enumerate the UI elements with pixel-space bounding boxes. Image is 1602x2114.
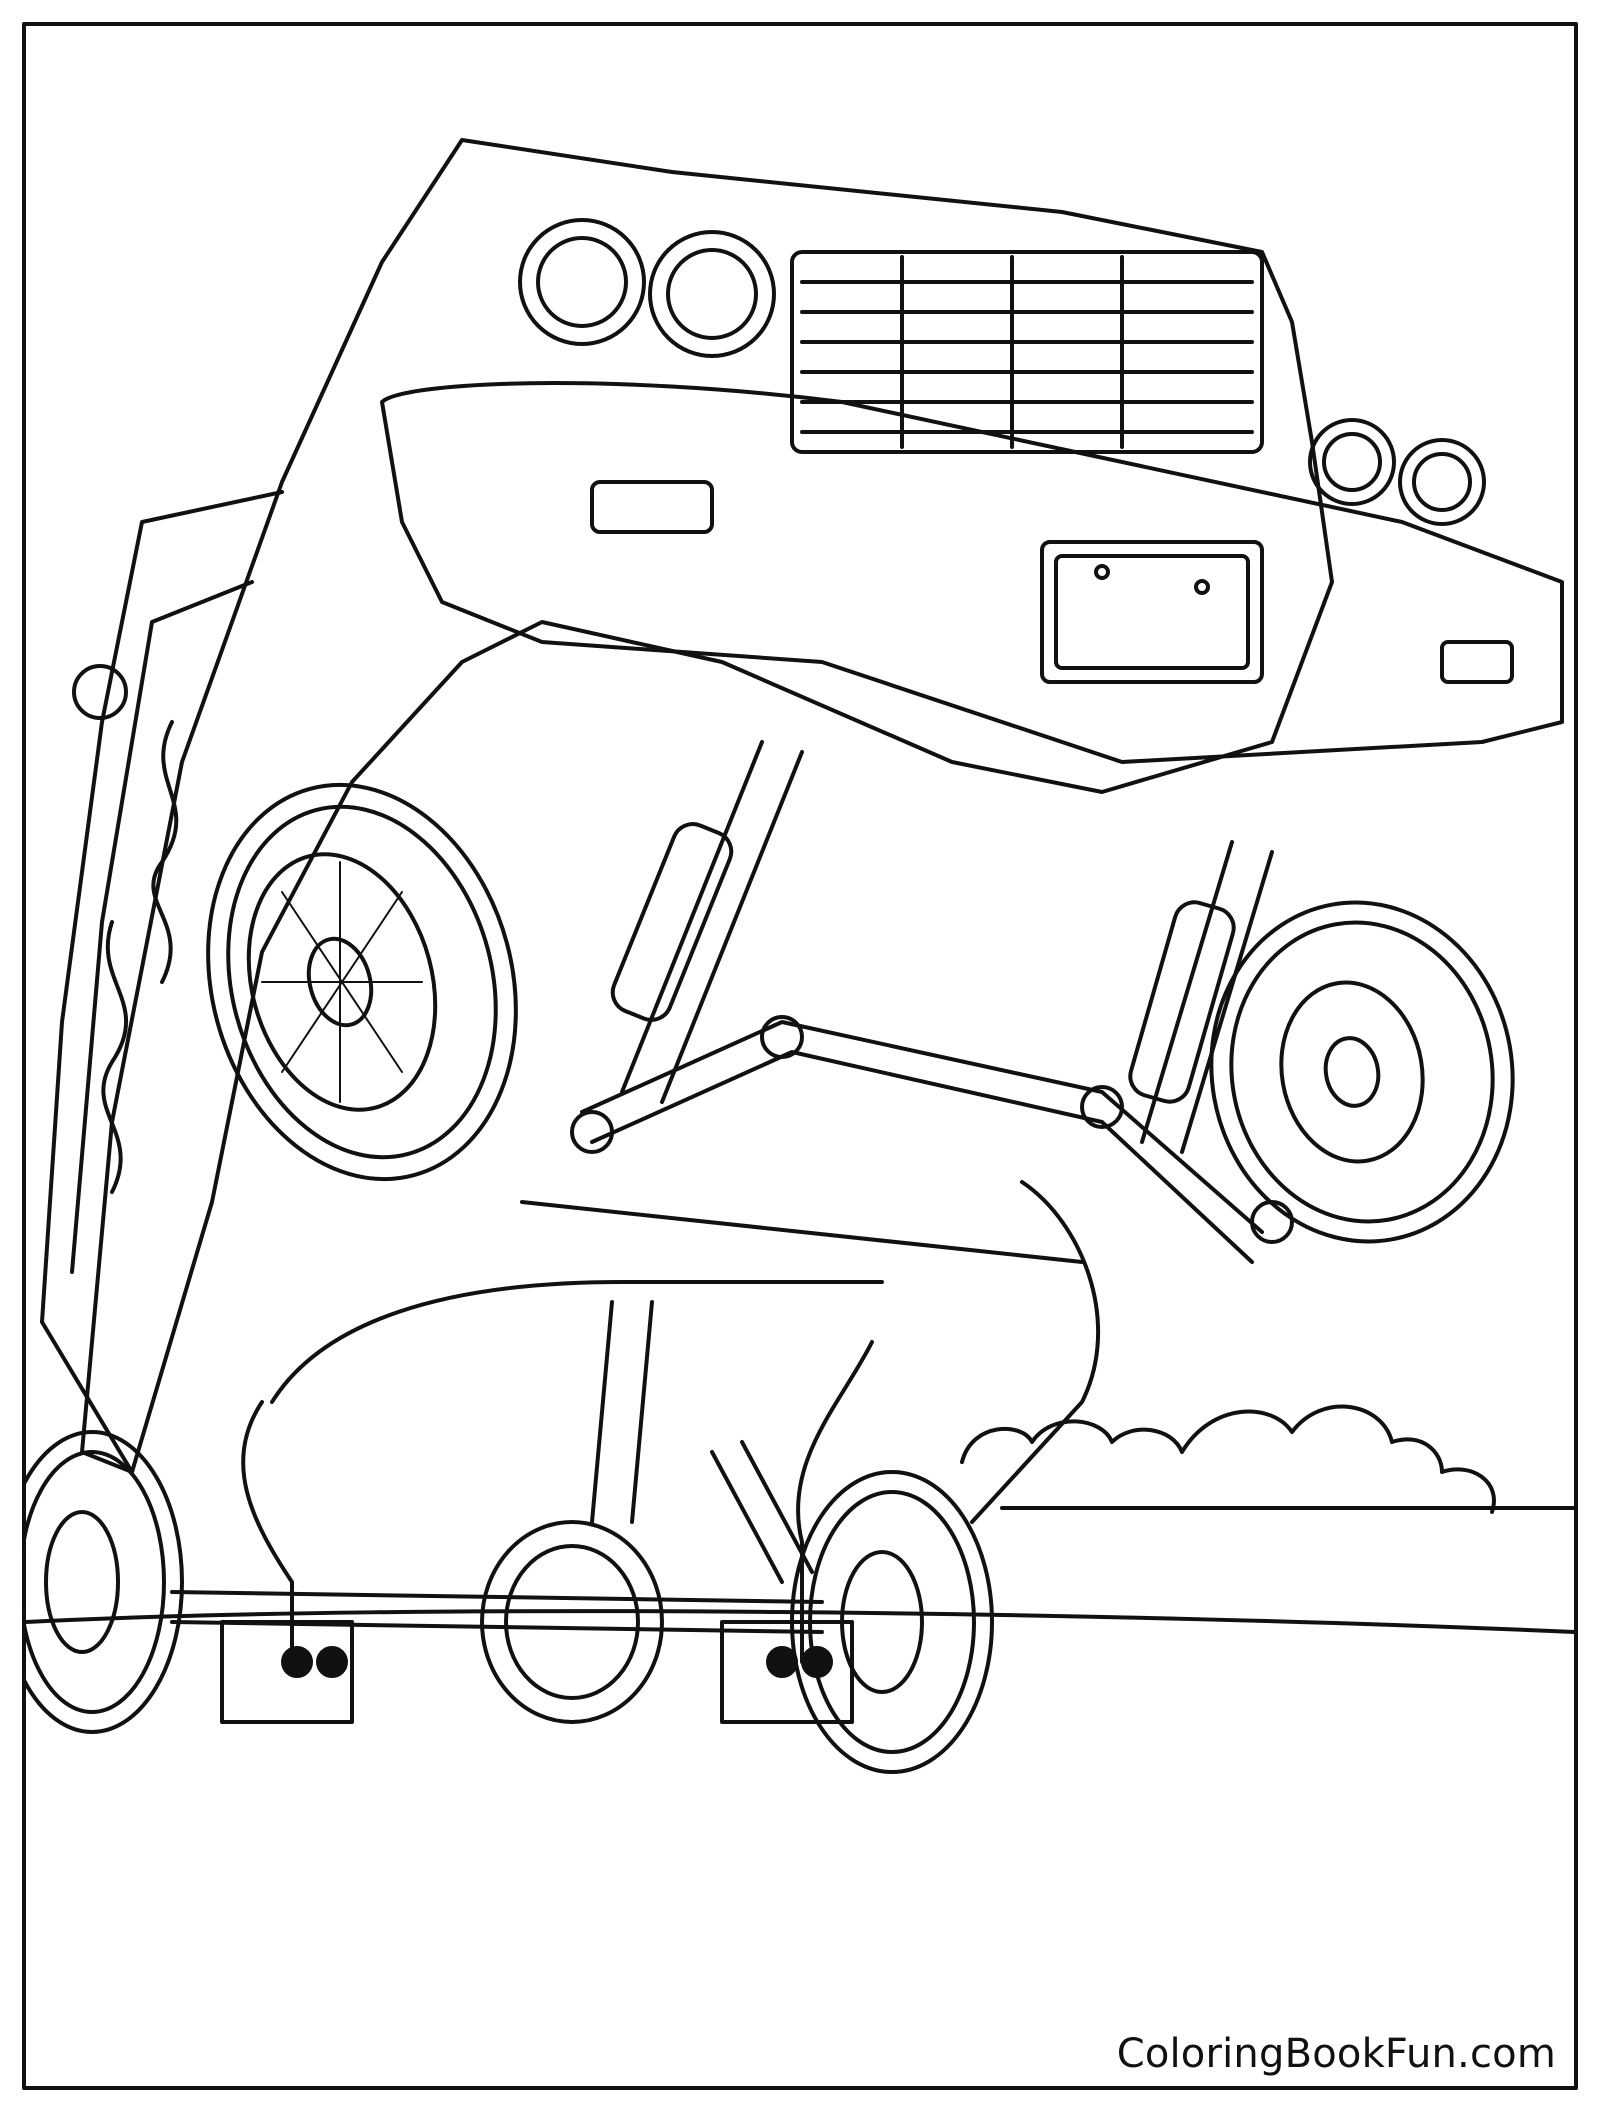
exhaust-pipe-left bbox=[241, 1400, 294, 1664]
pivot-bolt bbox=[1250, 1200, 1294, 1244]
headlight-left-1-inner bbox=[536, 236, 628, 328]
frame-rail-right bbox=[970, 1180, 1101, 1524]
front-right-tire bbox=[1209, 900, 1515, 1244]
front-left-hub bbox=[306, 936, 374, 1028]
license-plate bbox=[1040, 540, 1264, 684]
page-border bbox=[22, 22, 1578, 2090]
hydraulic-body-left bbox=[610, 822, 734, 1022]
headlight-right-2 bbox=[1398, 438, 1486, 526]
front-left-spokes bbox=[261, 861, 423, 1103]
car-side-panel bbox=[40, 490, 284, 1474]
exhaust-tip bbox=[801, 1646, 833, 1678]
grille-verticals bbox=[900, 255, 1124, 449]
rear-left-rim bbox=[44, 1510, 120, 1654]
rear-hydraulic bbox=[590, 1300, 654, 1524]
differential-cover bbox=[504, 1544, 640, 1700]
car-side-trim bbox=[70, 580, 254, 1274]
front-right-tire-tread bbox=[1229, 920, 1495, 1224]
lowrider-car-illustration bbox=[22, 22, 1578, 2090]
front-left-tire bbox=[206, 782, 518, 1182]
plate-bolt-left bbox=[1094, 564, 1110, 580]
headlight-left-2-inner bbox=[666, 248, 758, 340]
control-arm-left bbox=[580, 1020, 1264, 1234]
parking-light-left bbox=[590, 480, 714, 534]
exhaust-pipe-right bbox=[796, 1340, 874, 1664]
rear-left-tire bbox=[22, 1430, 184, 1734]
side-mirror bbox=[72, 664, 128, 720]
headlight-left-2 bbox=[648, 230, 776, 358]
headlight-right-1 bbox=[1308, 418, 1396, 506]
flame-decoration bbox=[101, 920, 129, 1194]
rear-hydraulic-right bbox=[710, 1440, 814, 1584]
cloud-outline bbox=[960, 1404, 1496, 1514]
hydraulic-cylinder-right bbox=[1140, 840, 1274, 1154]
flame-decoration bbox=[151, 720, 179, 984]
front-right-hub bbox=[1323, 1036, 1381, 1108]
license-plate-inner bbox=[1054, 554, 1250, 670]
pivot-bolt bbox=[760, 1015, 804, 1059]
rear-left-tire-tread bbox=[22, 1450, 166, 1714]
control-arm-left-2 bbox=[590, 1050, 1254, 1264]
rear-axle bbox=[170, 1590, 824, 1604]
front-left-tire-tread bbox=[226, 804, 498, 1160]
front-bumper bbox=[380, 381, 1564, 764]
rear-axle-lower bbox=[170, 1620, 824, 1634]
exhaust-tips-left bbox=[220, 1620, 354, 1724]
front-right-rim bbox=[1279, 980, 1425, 1164]
parking-light-right bbox=[1440, 640, 1514, 684]
headlight-left-1 bbox=[518, 218, 646, 346]
front-left-rim bbox=[246, 852, 438, 1112]
pivot-bolt bbox=[1080, 1085, 1124, 1129]
differential bbox=[480, 1520, 664, 1724]
headlight-right-2-inner bbox=[1412, 452, 1472, 512]
car-body-outline bbox=[80, 138, 1334, 1474]
frame-rail-left bbox=[270, 1280, 884, 1404]
pivot-bolt bbox=[570, 1110, 614, 1154]
frame-crossmember bbox=[520, 1200, 1084, 1264]
headlight-right-1-inner bbox=[1322, 432, 1382, 492]
hydraulic-cylinder-left bbox=[620, 740, 804, 1104]
border-rect bbox=[22, 22, 1578, 2090]
exhaust-tips-right bbox=[720, 1620, 854, 1724]
exhaust-tip bbox=[281, 1646, 313, 1678]
ground-line bbox=[24, 1609, 1576, 1634]
plate-bolt-right bbox=[1194, 579, 1210, 595]
hydraulic-body-right bbox=[1128, 900, 1236, 1104]
exhaust-tip bbox=[766, 1646, 798, 1678]
grille bbox=[790, 250, 1264, 454]
exhaust-tip bbox=[316, 1646, 348, 1678]
site-watermark: ColoringBookFun.com bbox=[1116, 2031, 1556, 2077]
grille-lines bbox=[800, 280, 1254, 434]
